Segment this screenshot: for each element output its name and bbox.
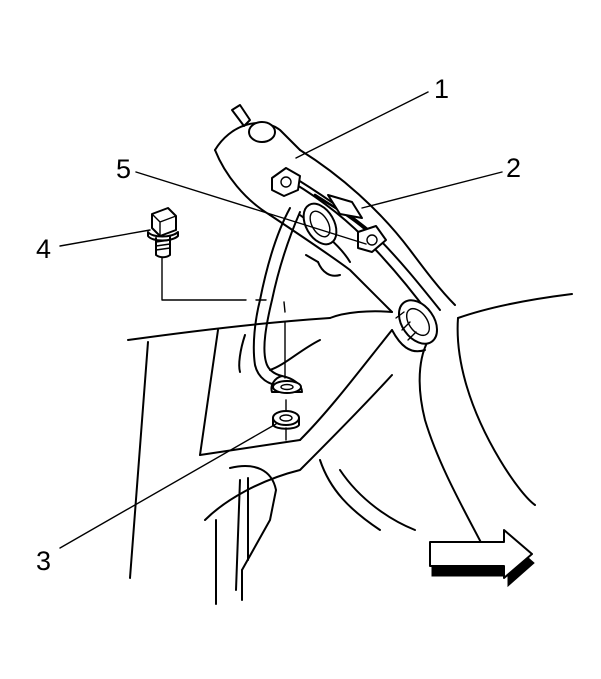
right-arrow-icon — [429, 529, 535, 588]
vehicle-body-outline — [127, 293, 573, 605]
leader-1 — [295, 91, 429, 159]
callout-5: 5 — [116, 154, 131, 184]
callout-1: 1 — [434, 74, 449, 104]
leader-4 — [59, 229, 151, 247]
callouts: 1 2 3 4 5 — [36, 74, 521, 576]
washer-item-3 — [272, 410, 300, 430]
callout-4: 4 — [36, 234, 51, 264]
bolt-item-4 — [147, 207, 179, 259]
leader-2 — [361, 171, 503, 209]
leader-3 — [59, 423, 277, 549]
leader-5 — [135, 171, 367, 245]
callout-3: 3 — [36, 546, 51, 576]
bolt-install-path — [161, 257, 287, 441]
callout-2: 2 — [506, 153, 521, 183]
pipe-opening — [248, 121, 276, 143]
leader-lines — [59, 91, 503, 549]
hanger-bracket — [252, 207, 303, 394]
exhaust-pipe — [214, 104, 456, 353]
